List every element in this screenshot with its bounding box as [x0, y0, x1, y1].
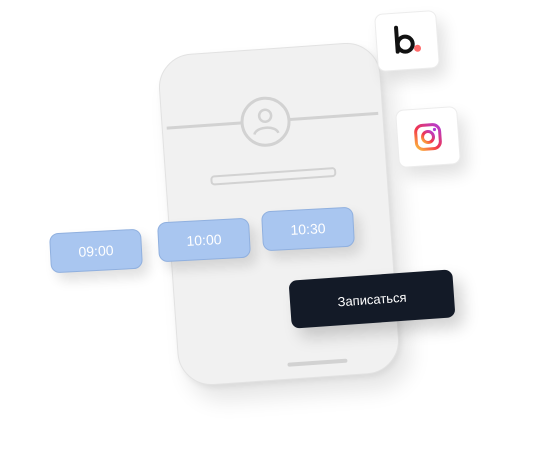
time-slot-1000[interactable]: 10:00	[157, 217, 251, 263]
brand-b-icon	[394, 25, 422, 54]
time-slot-0900[interactable]: 09:00	[49, 228, 143, 274]
instagram-icon	[414, 123, 442, 151]
home-indicator	[287, 358, 348, 367]
book-button[interactable]: Записаться	[288, 269, 456, 329]
phone-mockup	[156, 40, 402, 388]
name-placeholder-bar	[210, 166, 337, 186]
avatar	[238, 95, 293, 149]
time-slot-1030[interactable]: 10:30	[261, 206, 355, 252]
user-icon	[253, 108, 280, 136]
brand-app-tile[interactable]	[374, 9, 440, 73]
instagram-app-tile[interactable]	[395, 105, 461, 169]
